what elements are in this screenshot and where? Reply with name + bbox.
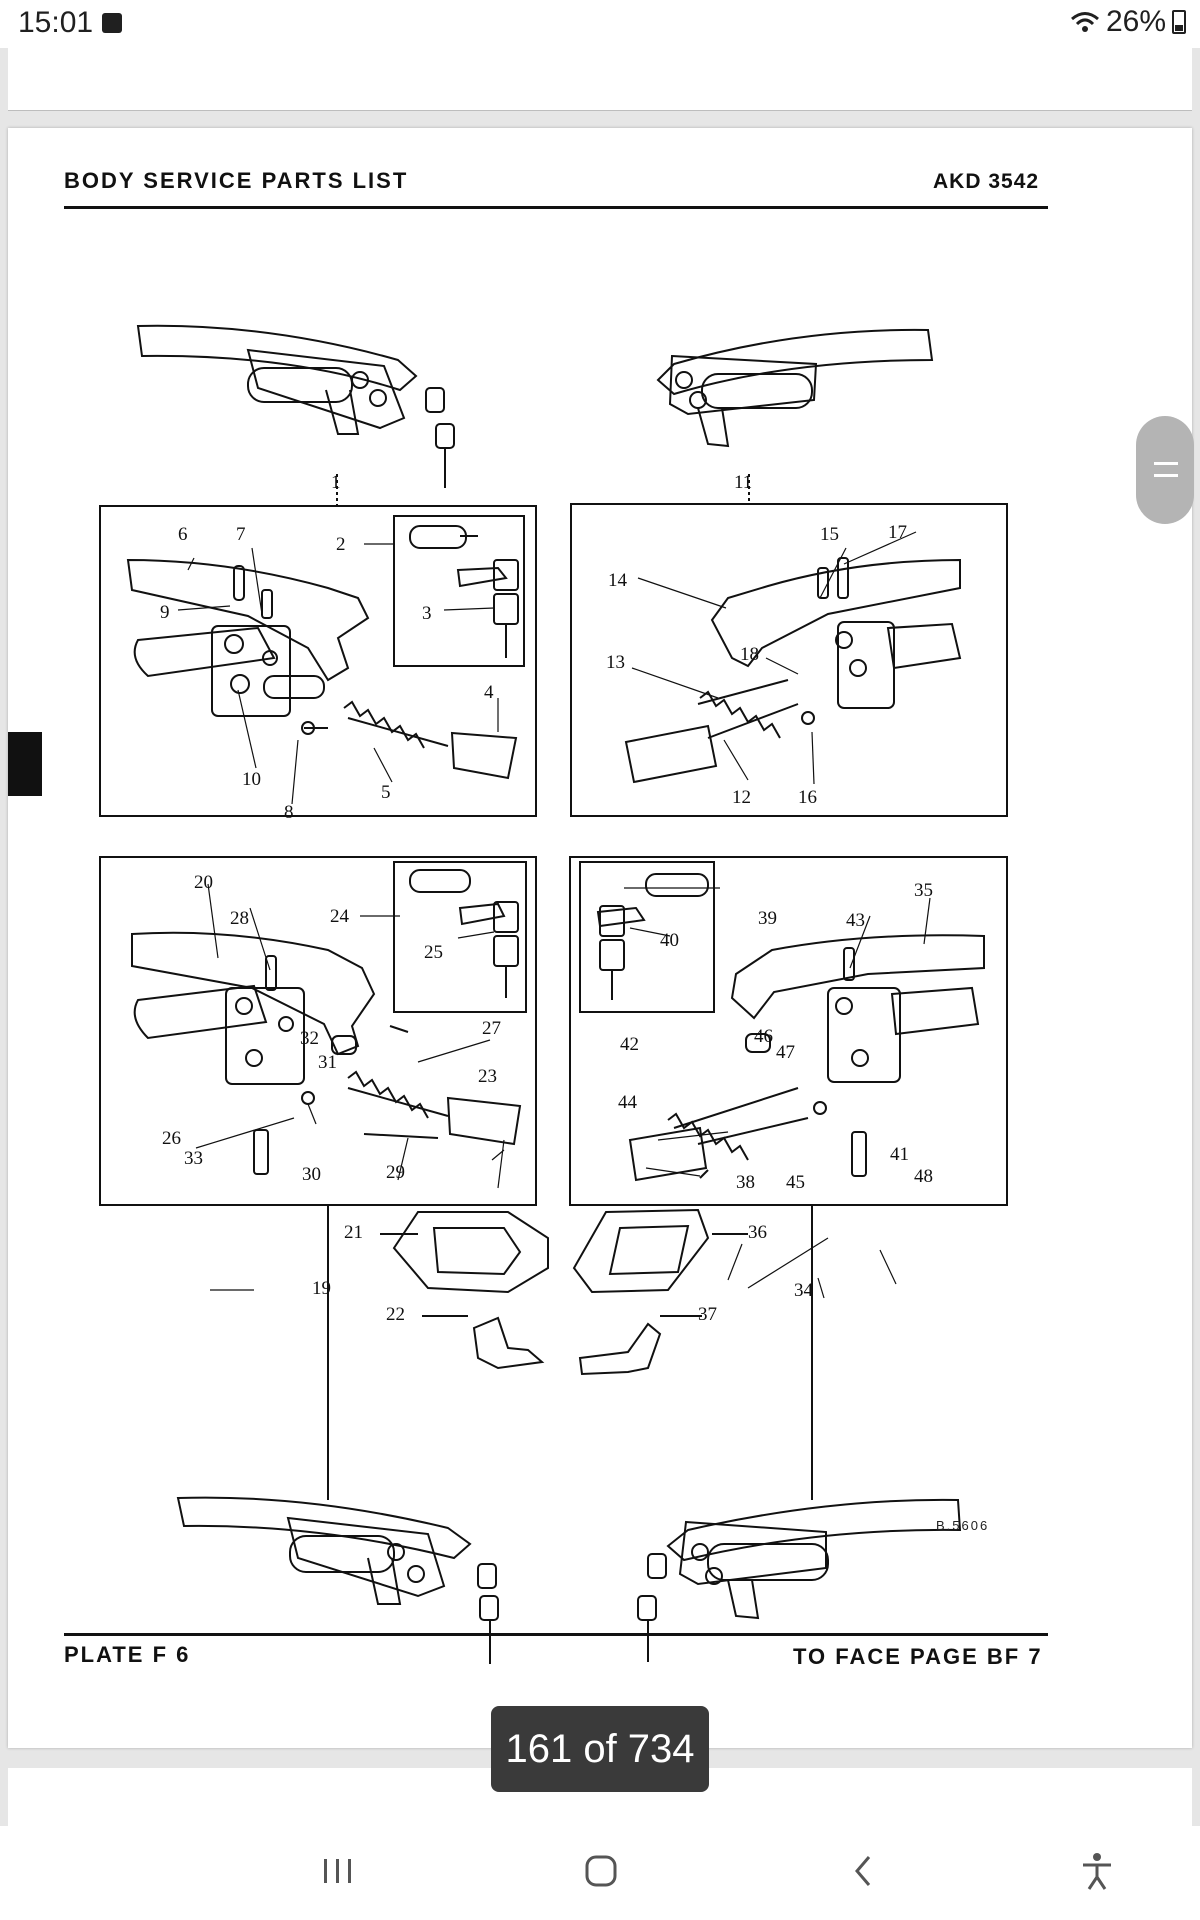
bookmark-marker[interactable]: [8, 732, 42, 796]
inset-box-keys-1: [393, 515, 525, 667]
callout-43: 43: [846, 910, 865, 931]
leader-lines: [177, 531, 931, 1299]
callout-14: 14: [608, 570, 628, 591]
accessibility-button[interactable]: [1067, 1846, 1127, 1896]
header-rule: [64, 206, 1048, 209]
callout-20: 20: [194, 872, 213, 893]
callout-15: 15: [820, 524, 839, 545]
status-time: 15:01: [18, 6, 94, 39]
parts-top-left: [126, 525, 519, 780]
callout-32: 32: [300, 1028, 319, 1049]
inset-box-keys-3: [579, 861, 715, 1013]
callout-38: 38: [736, 1172, 755, 1193]
page-header-code: AKD 3542: [933, 170, 1040, 193]
callout-36: 36: [748, 1222, 767, 1243]
figure-reference: B.5606: [936, 1518, 990, 1533]
box-bottom-left: [99, 856, 537, 1206]
callout-22: 22: [386, 1304, 405, 1325]
callout-47: 47: [776, 1042, 795, 1063]
callout-2: 2: [336, 534, 346, 555]
handle-assembly-top-right: [656, 328, 934, 448]
callout-39: 39: [758, 908, 777, 929]
callout-16: 16: [798, 787, 817, 808]
callout-1: 1: [331, 472, 341, 493]
callout-11: 11: [734, 472, 752, 493]
gallery-icon: [102, 13, 122, 33]
callout-7: 7: [236, 524, 246, 545]
callout-33: 33: [184, 1148, 203, 1169]
callout-30: 30: [302, 1164, 321, 1185]
callout-48: 48: [914, 1166, 933, 1187]
callout-40: 40: [660, 930, 679, 951]
box-bottom-right: [569, 856, 1008, 1206]
callout-46: 46: [754, 1026, 773, 1047]
status-bar: 15:01 26%: [0, 0, 1200, 48]
callout-3: 3: [422, 603, 432, 624]
status-right-group: 26%: [1070, 5, 1186, 39]
callout-45: 45: [786, 1172, 805, 1193]
inset-box-keys-2: [393, 861, 527, 1013]
wifi-icon: [1070, 10, 1100, 34]
handle-assembly-top-left: [136, 324, 455, 488]
callout-25: 25: [424, 942, 443, 963]
callout-31: 31: [318, 1052, 337, 1073]
callout-10: 10: [242, 769, 261, 790]
accessibility-icon: [1083, 1853, 1111, 1890]
page-header-title: BODY SERVICE PARTS LIST: [64, 168, 409, 193]
callout-21: 21: [344, 1222, 363, 1243]
callout-37: 37: [698, 1304, 717, 1325]
navigation-bar: [0, 1826, 1200, 1920]
callout-17: 17: [888, 522, 907, 543]
callout-9: 9: [160, 602, 170, 623]
escutcheons: [392, 1208, 710, 1376]
footer-rule: [64, 1633, 1048, 1636]
handle-assembly-bottom-right: [637, 1498, 962, 1662]
callout-4: 4: [484, 682, 494, 703]
callout-5: 5: [381, 782, 391, 803]
callout-29: 29: [386, 1162, 405, 1183]
scroll-grip-line-2: [1154, 474, 1178, 477]
callout-42: 42: [620, 1034, 639, 1055]
callout-41: 41: [890, 1144, 909, 1165]
callout-12: 12: [732, 787, 751, 808]
callout-34: 34: [794, 1280, 814, 1301]
face-page-label: TO FACE PAGE BF 7: [793, 1644, 1043, 1669]
callout-13: 13: [606, 652, 625, 673]
callout-44: 44: [618, 1092, 638, 1113]
home-button[interactable]: [571, 1846, 631, 1896]
page-indicator: 161 of 734: [491, 1706, 709, 1792]
parts-diagram: 1 2 3 4 5 6 7 8 9 10 11 12 13 14 15 16 1…: [99, 324, 1008, 1664]
callout-8: 8: [284, 802, 294, 823]
box-top-left: [99, 505, 537, 817]
recent-apps-icon: [324, 1859, 351, 1883]
back-icon: [855, 1856, 871, 1886]
callout-18: 18: [740, 644, 759, 665]
callout-35: 35: [914, 880, 933, 901]
battery-charging-icon: [1172, 10, 1186, 34]
callout-27: 27: [482, 1018, 501, 1039]
plate-label: PLATE F 6: [64, 1642, 191, 1667]
back-button[interactable]: [834, 1846, 894, 1896]
parts-bottom-left: [131, 869, 522, 1175]
document-page[interactable]: BODY SERVICE PARTS LIST AKD 3542: [8, 128, 1192, 1748]
parts-bottom-right: [596, 873, 985, 1182]
scroll-grip-line-1: [1154, 462, 1178, 465]
home-icon: [585, 1855, 617, 1887]
recent-apps-button[interactable]: [308, 1846, 368, 1896]
box-top-right: [570, 503, 1008, 817]
callout-28: 28: [230, 908, 249, 929]
previous-page-fragment: [8, 48, 1192, 111]
callout-23: 23: [478, 1066, 497, 1087]
callout-19: 19: [312, 1278, 331, 1299]
callout-6: 6: [178, 524, 188, 545]
callout-24: 24: [330, 906, 350, 927]
handle-assembly-bottom-left: [176, 1496, 499, 1664]
fast-scroll-handle[interactable]: [1136, 416, 1194, 524]
battery-percent: 26%: [1105, 5, 1166, 38]
parts-top-right: [624, 557, 962, 784]
callout-26: 26: [162, 1128, 181, 1149]
